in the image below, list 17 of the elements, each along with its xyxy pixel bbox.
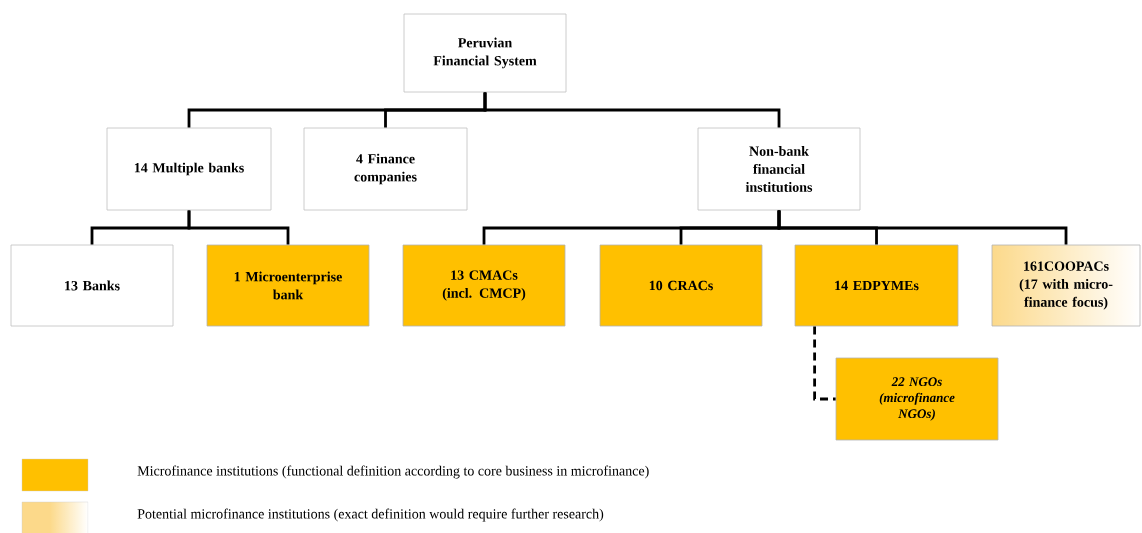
highlighted-box: 161COOPACs (17 with micro-finance focus) — [991, 244, 1141, 327]
connector — [483, 92, 781, 128]
box: Peruvian Financial System — [403, 13, 567, 93]
legend-text: Potential microfinance institutions (exact definition would require further research) — [137, 508, 604, 522]
highlighted-box: 10 CRACs — [599, 244, 763, 327]
highlighted-box: 14 EDPYMEs — [794, 244, 959, 327]
box: 13 Banks — [10, 244, 174, 327]
connector — [777, 210, 1068, 245]
highlighted-box: 13 CMACs (incl. CMCP) — [402, 244, 566, 327]
highlighted-box: 22 NGOs (microfinance NGOs) — [835, 357, 999, 441]
legend-text: Microfinance institutions (functional definition according to core business in microfinance) — [137, 465, 649, 479]
highlighted-box: 1 Microenterprise bank — [206, 244, 370, 327]
box: 4 Finance companies — [303, 127, 468, 211]
connector — [813, 326, 836, 401]
box: 14 Multiple banks — [106, 127, 272, 211]
connector — [187, 210, 290, 245]
box: Non-bank financial institutions — [697, 127, 861, 211]
